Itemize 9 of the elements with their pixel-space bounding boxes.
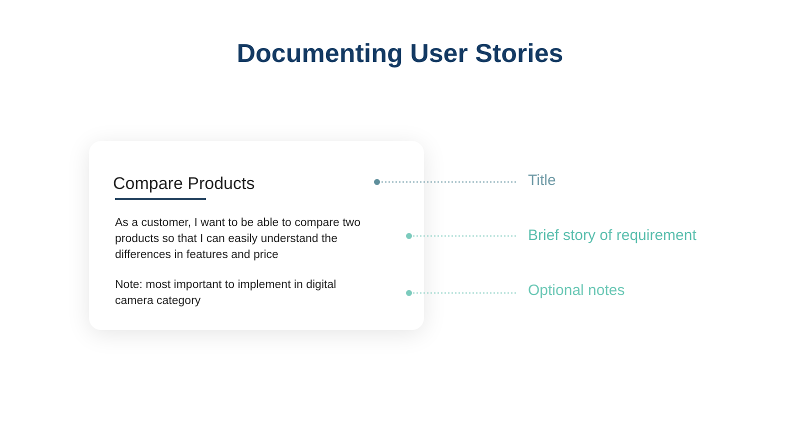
callout-label: Optional notes <box>528 280 625 301</box>
story-text: As a customer, I want to be able to compare two products so that I can easily understand the differences in features and price <box>115 216 362 263</box>
callout-label: Brief story of requirement <box>528 226 696 246</box>
leader-line <box>412 292 516 294</box>
callout-label: Title <box>528 170 556 191</box>
card-background <box>89 141 424 330</box>
card-heading: Compare Products <box>113 173 255 195</box>
note-text: Note: most important to implement in digital camera category <box>115 278 338 309</box>
diagram-title: Documenting User Stories <box>236 37 564 70</box>
